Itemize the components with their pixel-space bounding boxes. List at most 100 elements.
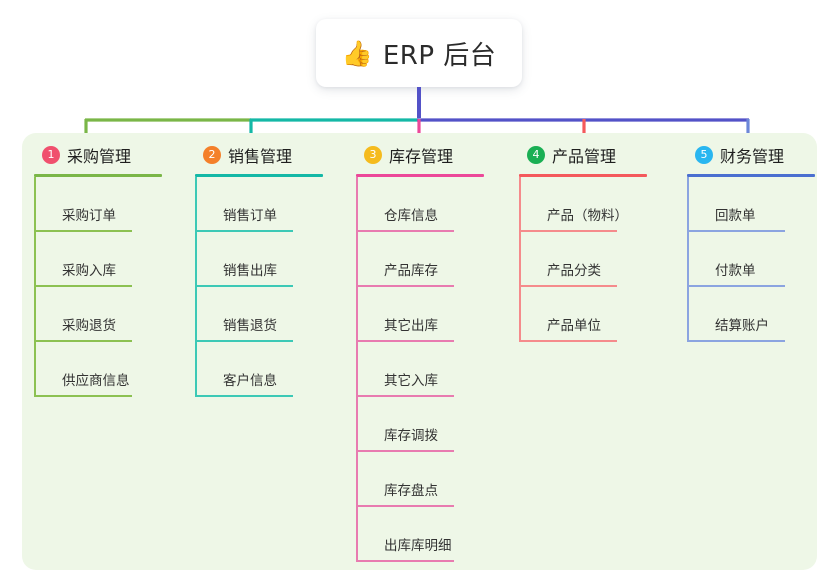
column-rule-3 [356,174,484,177]
leaf-rule [356,560,454,562]
leaf-rule [356,395,454,397]
leaf-rule [195,340,293,342]
leaf-rule [356,340,454,342]
leaf-rule [34,285,132,287]
leaf-spine-3 [356,177,358,562]
column-title-3: 库存管理 [389,147,454,166]
column-badge-1: 1 [42,146,60,164]
leaf-label: 回款单 [715,208,756,224]
column-sales: 2 销售管理 销售订单 销售出库 销售退货 [195,133,355,397]
column-badge-3: 3 [364,146,382,164]
leaf-label: 采购入库 [62,263,116,279]
list-item[interactable]: 采购订单 [34,177,194,232]
column-badge-4: 4 [527,146,545,164]
list-item[interactable]: 销售退货 [195,287,355,342]
list-item[interactable]: 产品单位 [519,287,679,342]
column-header-5[interactable]: 5 财务管理 [687,133,839,177]
leaf-label: 产品单位 [547,318,601,334]
list-item[interactable]: 库存调拨 [356,397,516,452]
list-item[interactable]: 付款单 [687,232,839,287]
leaf-spine-1 [34,177,36,397]
leaf-label: 供应商信息 [62,373,130,389]
list-item[interactable]: 其它出库 [356,287,516,342]
root-node-title: ERP 后台 [382,40,497,71]
leaf-rule [687,340,785,342]
leaf-label: 库存盘点 [384,483,438,499]
list-item[interactable]: 销售出库 [195,232,355,287]
leaf-label: 仓库信息 [384,208,438,224]
list-item[interactable]: 客户信息 [195,342,355,397]
leaf-rule [195,285,293,287]
list-item[interactable]: 采购入库 [34,232,194,287]
list-item[interactable]: 供应商信息 [34,342,194,397]
column-header-4[interactable]: 4 产品管理 [519,133,679,177]
leaf-list-5: 回款单 付款单 结算账户 [687,177,839,342]
list-item[interactable]: 仓库信息 [356,177,516,232]
leaf-label: 销售订单 [223,208,277,224]
column-rule-5 [687,174,815,177]
leaf-rule [34,395,132,397]
column-header-1[interactable]: 1 采购管理 [34,133,194,177]
column-inventory: 3 库存管理 仓库信息 产品库存 其它出库 [356,133,516,562]
list-item[interactable]: 销售订单 [195,177,355,232]
leaf-label: 产品（物料） [547,208,628,224]
leaf-rule [519,340,617,342]
leaf-rule [356,505,454,507]
column-rule-4 [519,174,647,177]
column-container: 1 采购管理 采购订单 采购入库 采购退货 [22,133,817,570]
leaf-label: 销售退货 [223,318,277,334]
diagram-panel [22,133,817,570]
leaf-list-3: 仓库信息 产品库存 其它出库 其它入库 库存调拨 [356,177,516,562]
list-item[interactable]: 采购退货 [34,287,194,342]
leaf-label: 其它出库 [384,318,438,334]
list-item[interactable]: 其它入库 [356,342,516,397]
leaf-list-4: 产品（物料） 产品分类 产品单位 [519,177,679,342]
column-badge-2: 2 [203,146,221,164]
column-badge-5: 5 [695,146,713,164]
leaf-label: 销售出库 [223,263,277,279]
list-item[interactable]: 产品（物料） [519,177,679,232]
thumbs-up-icon: 👍 [341,38,373,68]
column-title-1: 采购管理 [67,147,132,166]
column-title-2: 销售管理 [228,147,293,166]
leaf-spine-2 [195,177,197,397]
root-node-card[interactable]: 👍 ERP 后台 [316,19,522,87]
column-rule-1 [34,174,162,177]
leaf-label: 库存调拨 [384,428,438,444]
leaf-rule [356,285,454,287]
leaf-list-1: 采购订单 采购入库 采购退货 供应商信息 [34,177,194,397]
leaf-rule [356,450,454,452]
leaf-rule [519,285,617,287]
leaf-rule [356,230,454,232]
leaf-rule [519,230,617,232]
leaf-rule [34,230,132,232]
column-finance: 5 财务管理 回款单 付款单 结算账户 [687,133,839,342]
list-item[interactable]: 回款单 [687,177,839,232]
leaf-rule [34,340,132,342]
leaf-spine-4 [519,177,521,342]
leaf-label: 付款单 [715,263,756,279]
leaf-label: 采购订单 [62,208,116,224]
leaf-label: 产品分类 [547,263,601,279]
leaf-rule [687,285,785,287]
column-rule-2 [195,174,323,177]
leaf-label: 客户信息 [223,373,277,389]
list-item[interactable]: 产品库存 [356,232,516,287]
leaf-rule [687,230,785,232]
column-header-2[interactable]: 2 销售管理 [195,133,355,177]
column-header-3[interactable]: 3 库存管理 [356,133,516,177]
leaf-label: 结算账户 [715,318,769,334]
list-item[interactable]: 出库库明细 [356,507,516,562]
leaf-label: 采购退货 [62,318,116,334]
leaf-rule [195,395,293,397]
leaf-list-2: 销售订单 销售出库 销售退货 客户信息 [195,177,355,397]
list-item[interactable]: 产品分类 [519,232,679,287]
leaf-label: 出库库明细 [384,538,452,554]
leaf-label: 其它入库 [384,373,438,389]
leaf-spine-5 [687,177,689,342]
column-purchasing: 1 采购管理 采购订单 采购入库 采购退货 [34,133,194,397]
list-item[interactable]: 库存盘点 [356,452,516,507]
column-title-5: 财务管理 [720,147,785,166]
list-item[interactable]: 结算账户 [687,287,839,342]
